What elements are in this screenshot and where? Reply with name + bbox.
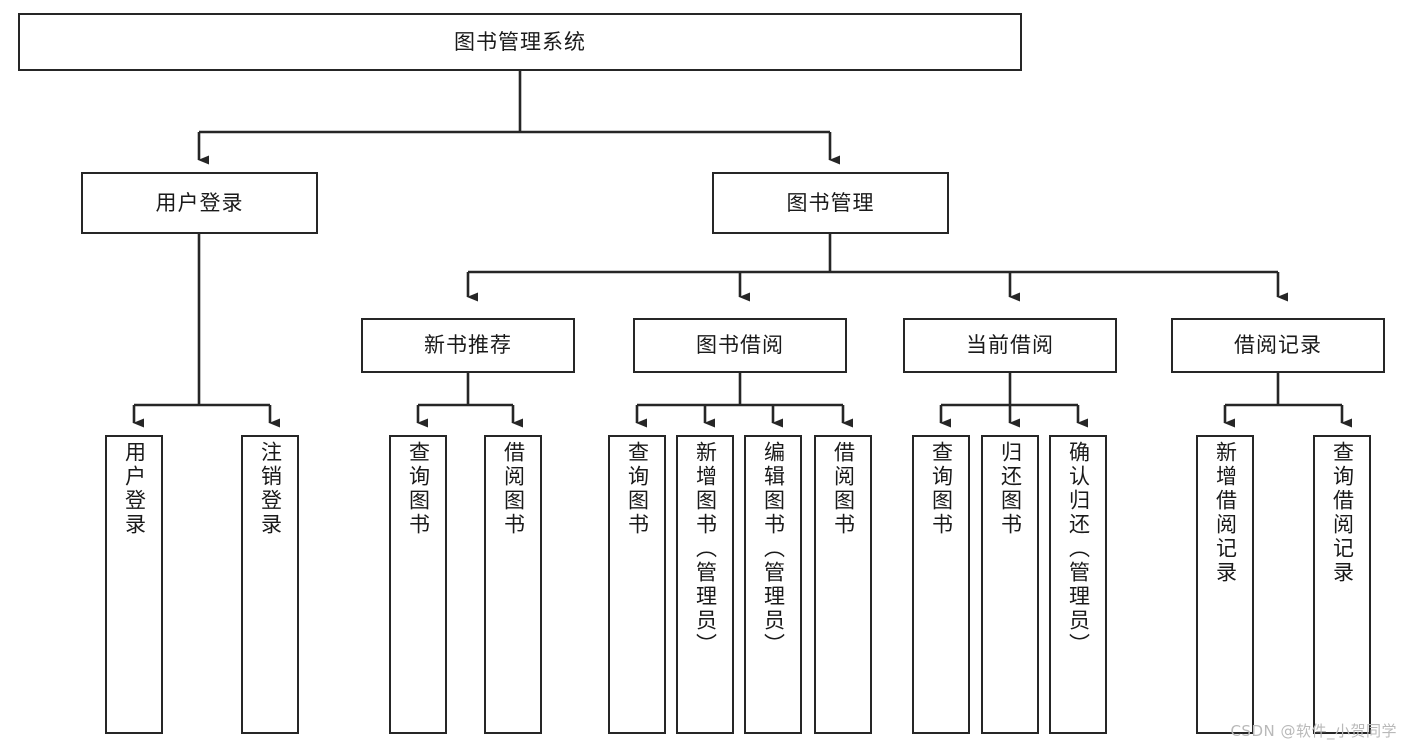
node-current-borrow[interactable]: 当前借阅 — [903, 318, 1117, 373]
leaf-record-query-label: 查询借阅记录 — [1330, 441, 1355, 585]
leaf-record-add[interactable]: 新增借阅记录 — [1196, 435, 1254, 734]
leaf-new-book-query-label: 查询图书 — [406, 441, 431, 537]
leaf-user-login-login[interactable]: 用户登录 — [105, 435, 163, 734]
node-new-book-recommend-label: 新书推荐 — [424, 333, 512, 358]
node-root-label: 图书管理系统 — [454, 29, 586, 54]
node-current-borrow-label: 当前借阅 — [966, 333, 1054, 358]
leaf-new-book-query[interactable]: 查询图书 — [389, 435, 447, 734]
leaf-new-book-borrow[interactable]: 借阅图书 — [484, 435, 542, 734]
node-borrow-record[interactable]: 借阅记录 — [1171, 318, 1385, 373]
node-book-borrow[interactable]: 图书借阅 — [633, 318, 847, 373]
node-user-login-label: 用户登录 — [155, 190, 244, 215]
watermark-text: CSDN @软件_小贺同学 — [1230, 722, 1397, 740]
node-borrow-record-label: 借阅记录 — [1234, 333, 1322, 358]
leaf-user-login-login-label: 用户登录 — [122, 441, 147, 537]
node-book-management-label: 图书管理 — [786, 190, 875, 215]
leaf-new-book-borrow-label: 借阅图书 — [501, 441, 526, 537]
leaf-borrow-borrow-book[interactable]: 借阅图书 — [814, 435, 872, 734]
leaf-borrow-edit-book-label: 编辑图书（管理员） — [761, 441, 786, 657]
leaf-current-confirm-return[interactable]: 确认归还（管理员） — [1049, 435, 1107, 734]
node-user-login[interactable]: 用户登录 — [81, 172, 318, 234]
leaf-current-query-book[interactable]: 查询图书 — [912, 435, 970, 734]
node-book-management[interactable]: 图书管理 — [712, 172, 949, 234]
leaf-borrow-borrow-book-label: 借阅图书 — [831, 441, 856, 537]
leaf-user-login-logout-label: 注销登录 — [258, 441, 283, 537]
leaf-user-login-logout[interactable]: 注销登录 — [241, 435, 299, 734]
leaf-borrow-query-book[interactable]: 查询图书 — [608, 435, 666, 734]
node-root[interactable]: 图书管理系统 — [18, 13, 1022, 71]
leaf-borrow-add-book[interactable]: 新增图书（管理员） — [676, 435, 734, 734]
leaf-borrow-edit-book[interactable]: 编辑图书（管理员） — [744, 435, 802, 734]
node-new-book-recommend[interactable]: 新书推荐 — [361, 318, 575, 373]
leaf-current-return-book[interactable]: 归还图书 — [981, 435, 1039, 734]
leaf-record-query[interactable]: 查询借阅记录 — [1313, 435, 1371, 734]
leaf-record-add-label: 新增借阅记录 — [1213, 441, 1238, 585]
leaf-current-return-book-label: 归还图书 — [998, 441, 1023, 537]
leaf-borrow-add-book-label: 新增图书（管理员） — [693, 441, 718, 657]
leaf-current-confirm-return-label: 确认归还（管理员） — [1066, 441, 1091, 657]
leaf-borrow-query-book-label: 查询图书 — [625, 441, 650, 537]
node-book-borrow-label: 图书借阅 — [696, 333, 784, 358]
leaf-current-query-book-label: 查询图书 — [929, 441, 954, 537]
